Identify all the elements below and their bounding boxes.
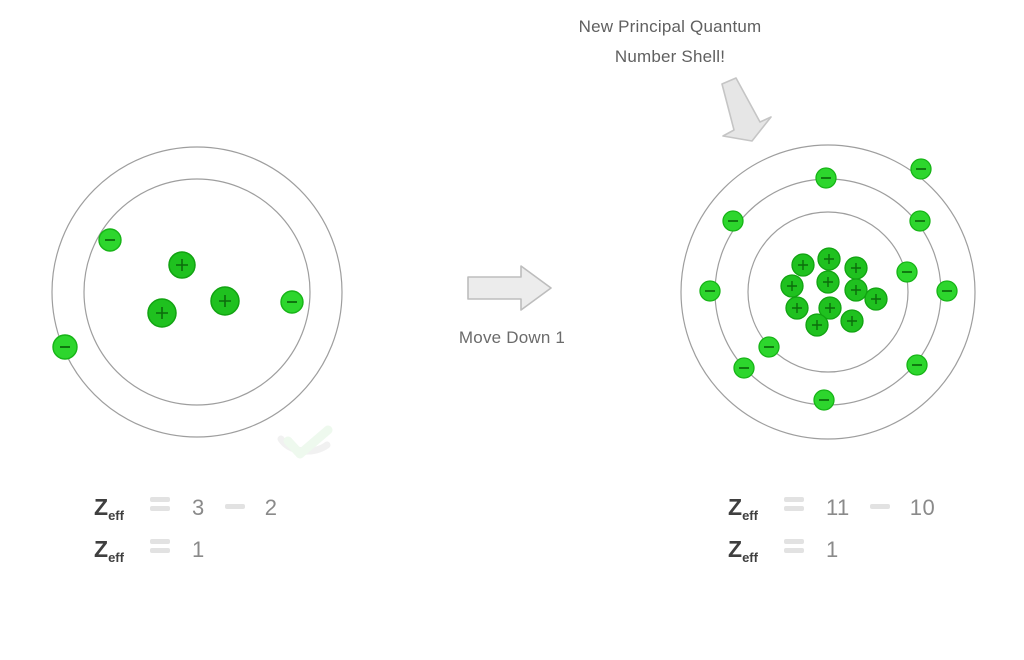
electron	[896, 261, 918, 283]
proton	[791, 253, 815, 277]
right-atom-shell-3	[680, 144, 976, 440]
z-subscript: eff	[742, 550, 758, 565]
electron	[909, 210, 931, 232]
electron	[722, 210, 744, 232]
page-title-line-1: New Principal Quantum	[578, 17, 762, 36]
proton	[805, 313, 829, 337]
z-subscript: eff	[108, 508, 124, 523]
proton	[785, 296, 809, 320]
equals-icon	[783, 539, 804, 554]
right-atom-shell-1	[747, 211, 909, 373]
right-zeff-shield: 10	[909, 495, 936, 520]
proton	[818, 296, 842, 320]
electron	[52, 334, 78, 360]
left-atom-electrons	[52, 228, 304, 360]
proton	[816, 270, 840, 294]
electron	[813, 389, 835, 411]
equals-icon	[783, 497, 804, 512]
right-arrow-icon	[467, 265, 552, 311]
proton	[817, 247, 841, 271]
proton	[147, 298, 177, 328]
right-zeff-result: 1	[825, 537, 839, 562]
left-atom-shell-1	[83, 178, 311, 406]
left-atom-nucleus	[147, 251, 240, 328]
left-zeff-result: 1	[191, 537, 205, 562]
electron	[906, 354, 928, 376]
proton	[844, 278, 868, 302]
page-title: New Principal Quantum Number Shell!	[510, 12, 830, 72]
electron	[758, 336, 780, 358]
proton	[210, 286, 240, 316]
z-symbol: Z	[94, 494, 109, 520]
right-atom-electrons	[699, 158, 958, 411]
proton	[168, 251, 196, 279]
minus-icon	[869, 504, 890, 509]
move-down-label: Move Down 1	[458, 328, 566, 347]
z-symbol: Z	[94, 536, 109, 562]
z-symbol: Z	[728, 536, 743, 562]
proton	[864, 287, 888, 311]
z-subscript: eff	[742, 508, 758, 523]
equals-icon	[149, 539, 170, 554]
proton	[780, 274, 804, 298]
z-symbol: Z	[728, 494, 743, 520]
proton	[840, 309, 864, 333]
left-zeff-shield: 2	[264, 495, 278, 520]
check-mark-icon	[277, 425, 333, 459]
electron	[98, 228, 122, 252]
right-atom-nucleus	[780, 247, 888, 337]
electron	[910, 158, 932, 180]
minus-icon	[224, 504, 245, 509]
right-zeff-numerator: 11	[825, 495, 850, 520]
right-atom	[680, 144, 976, 440]
proton	[844, 256, 868, 280]
page-title-line-2: Number Shell!	[614, 47, 726, 66]
electron	[699, 280, 721, 302]
down-arrow-icon	[721, 77, 772, 142]
left-zeff-numerator: 3	[191, 495, 205, 520]
electron	[280, 290, 304, 314]
left-atom-shell-2	[51, 146, 343, 438]
z-subscript: eff	[108, 550, 124, 565]
electron	[733, 357, 755, 379]
equals-icon	[149, 497, 170, 512]
electron	[815, 167, 837, 189]
left-atom	[51, 146, 343, 438]
electron	[936, 280, 958, 302]
